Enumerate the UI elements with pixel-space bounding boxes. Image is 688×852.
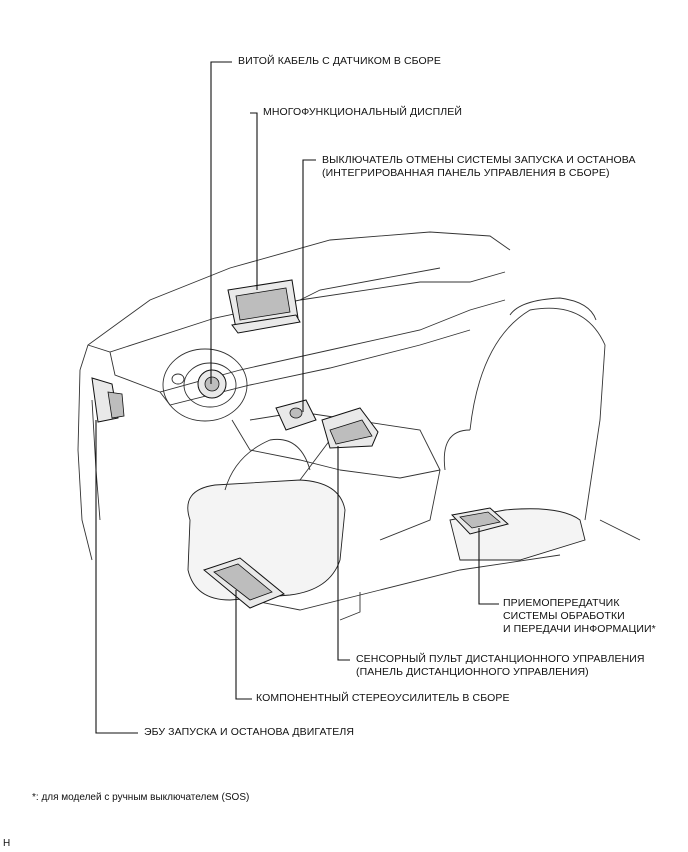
stereo-amplifier-part xyxy=(202,557,285,609)
label-engine-ecu: ЭБУ ЗАПУСКА И ОСТАНОВА ДВИГАТЕЛЯ xyxy=(144,726,355,738)
label-transceiver: ПРИЕМОПЕРЕДАТЧИК СИСТЕМЫ ОБРАБОТКИ И ПЕР… xyxy=(503,597,656,635)
leader-lines xyxy=(95,61,499,734)
engine-ecu-part xyxy=(91,377,125,423)
label-touch-remote: СЕНСОРНЫЙ ПУЛЬТ ДИСТАНЦИОННОГО УПРАВЛЕНИ… xyxy=(356,653,645,678)
footnote: *: для моделей с ручным выключателем (SO… xyxy=(32,792,250,803)
label-multi-display: МНОГОФУНКЦИОНАЛЬНЫЙ ДИСПЛЕЙ xyxy=(263,106,462,118)
multi-display-part xyxy=(227,279,301,334)
integrated-control-panel-part xyxy=(275,399,317,431)
corner-mark: H xyxy=(3,838,11,849)
label-spiral-cable: ВИТОЙ КАБЕЛЬ С ДАТЧИКОМ В СБОРЕ xyxy=(238,55,441,67)
spiral-cable-part xyxy=(197,369,227,399)
label-stop-start-cancel-switch: ВЫКЛЮЧАТЕЛЬ ОТМЕНЫ СИСТЕМЫ ЗАПУСКА И ОСТ… xyxy=(322,154,636,179)
label-stereo-amplifier: КОМПОНЕНТНЫЙ СТЕРЕОУСИЛИТЕЛЬ В СБОРЕ xyxy=(256,692,510,704)
touch-remote-part xyxy=(321,407,379,449)
transceiver-part xyxy=(451,507,510,535)
